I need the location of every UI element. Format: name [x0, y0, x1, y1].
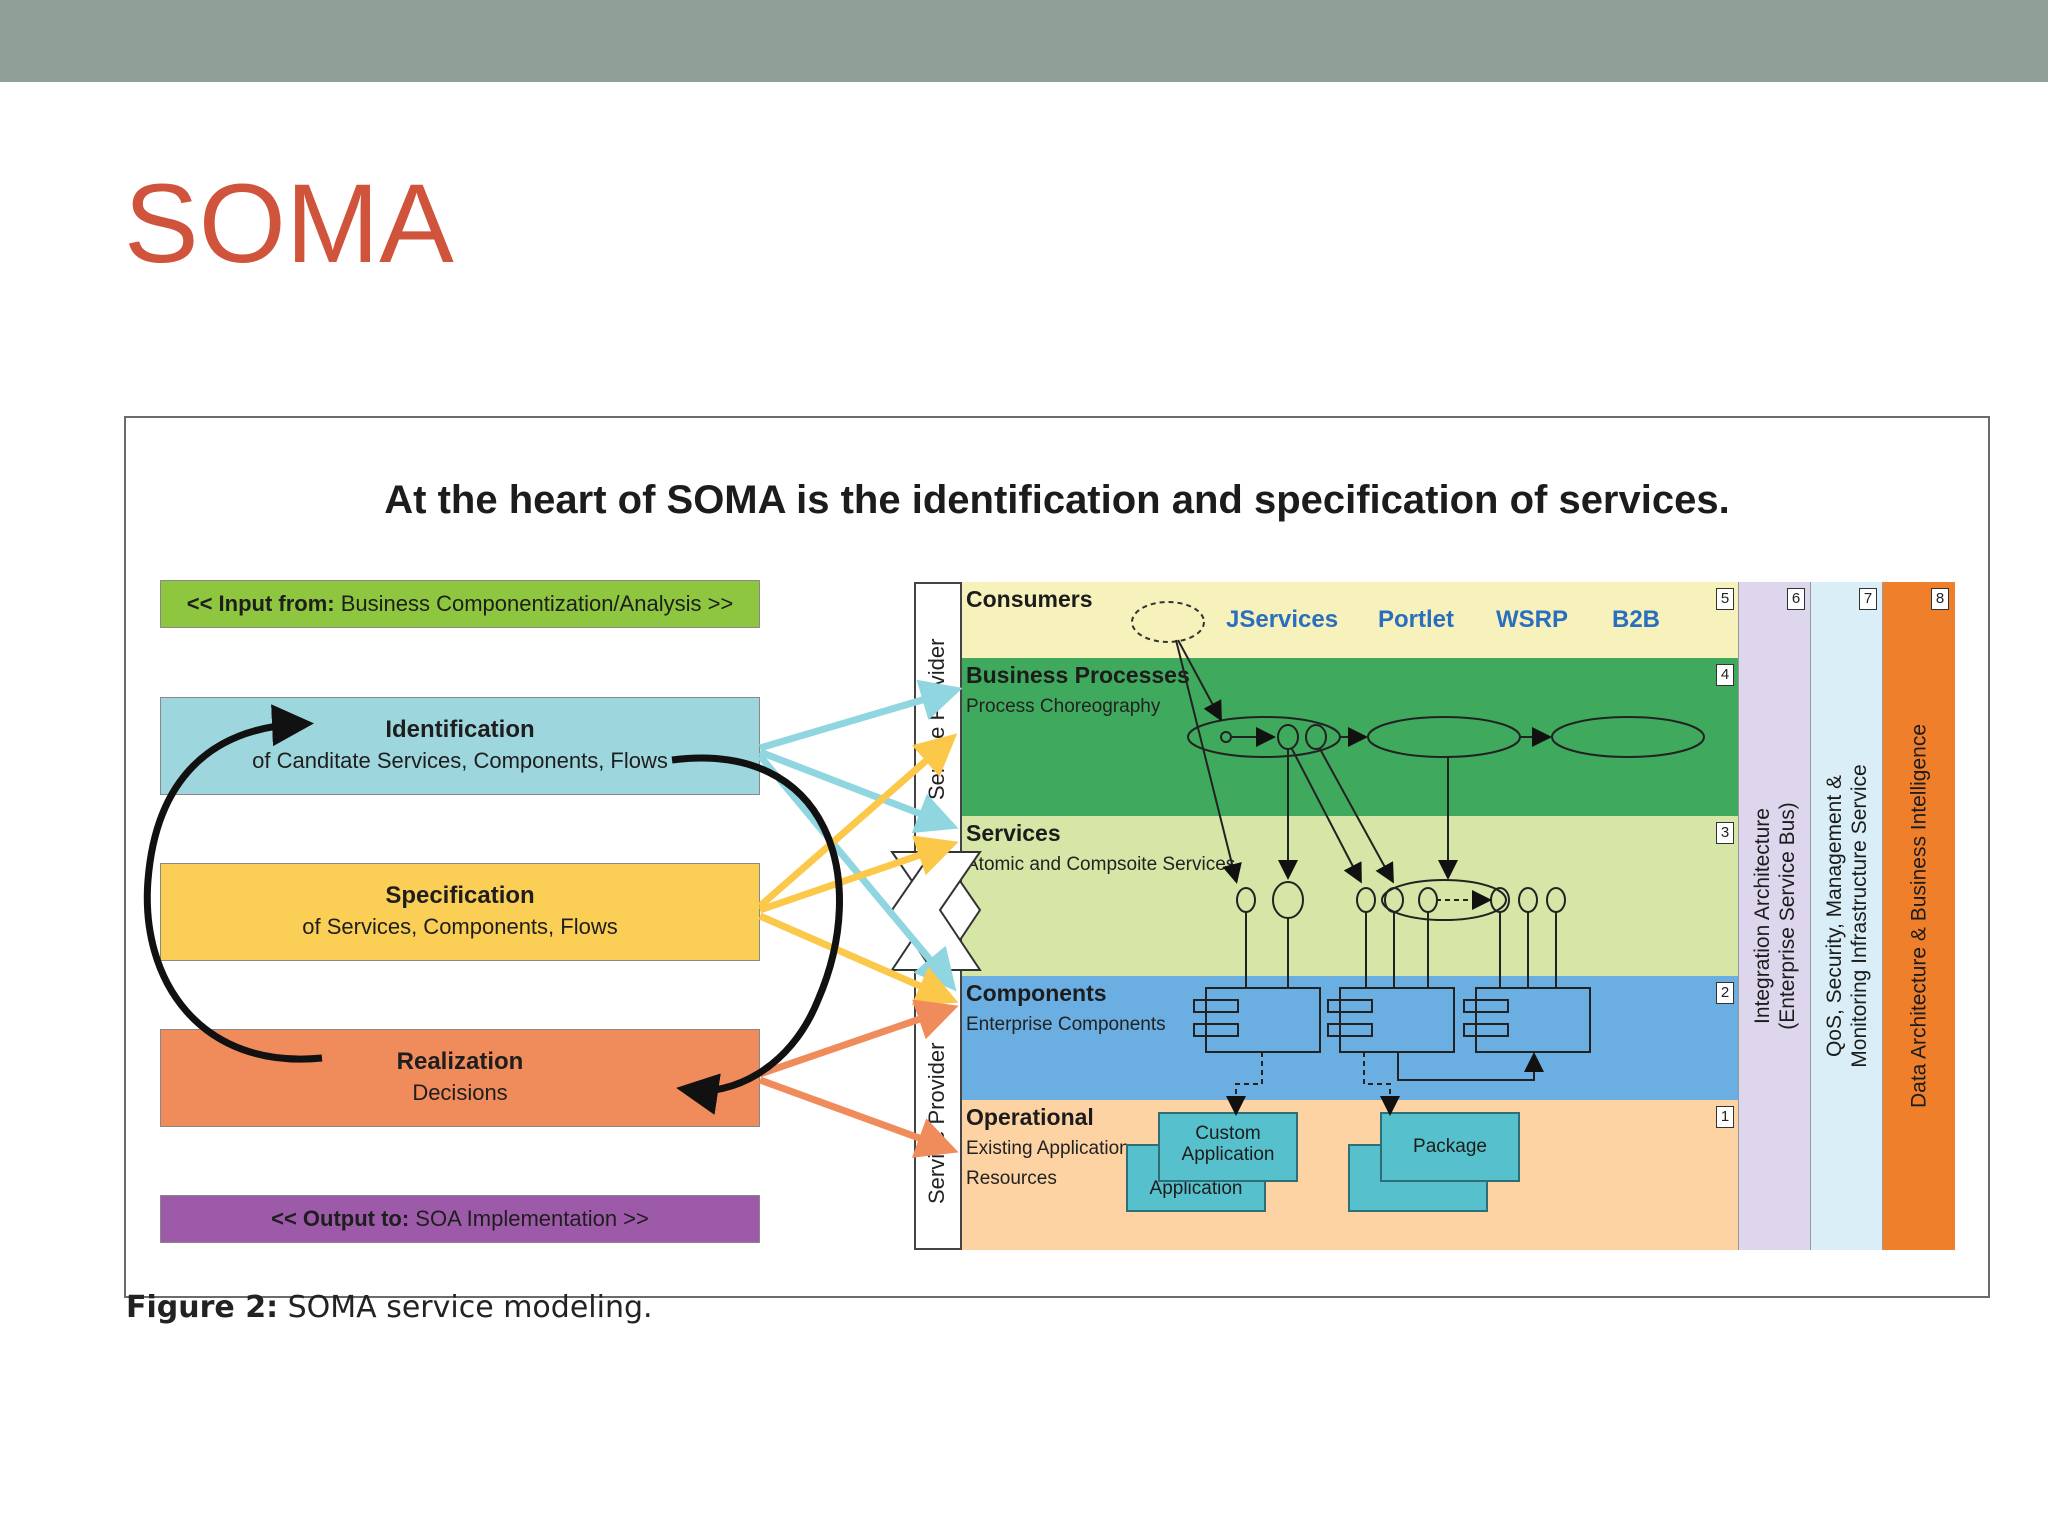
slide-title: SOMA — [124, 161, 454, 286]
layer-services: Services Atomic and Compsoite Services 3 — [962, 816, 1738, 976]
consumer-ellipse — [1131, 601, 1205, 643]
custom-application-box: Custom Application — [1158, 1112, 1298, 1182]
identification-title: Identification — [385, 716, 535, 743]
operational-subtitle-1: Existing Application — [966, 1138, 1130, 1159]
arrow-identification-business — [759, 679, 963, 752]
caption-label: Figure 2: — [126, 1290, 279, 1325]
components-subtitle: Enterprise Components — [966, 1014, 1166, 1035]
arrow-realization-operational — [758, 1076, 959, 1158]
consumer-b2b: B2B — [1612, 606, 1661, 633]
caption-text: SOMA service modeling. — [278, 1290, 653, 1325]
package-box: Package — [1380, 1112, 1520, 1182]
business-subtitle: Process Choreography — [966, 696, 1161, 717]
specification-title: Specification — [385, 882, 535, 909]
components-title: Components — [966, 980, 1107, 1006]
layer-components: Components Enterprise Components 2 — [962, 976, 1738, 1100]
application-label: Application — [1149, 1178, 1243, 1199]
business-title: Business Processes — [966, 662, 1190, 688]
column-qos: 7 QoS, Security, Management & Monitoring… — [1810, 582, 1883, 1250]
column-number-8: 8 — [1931, 588, 1949, 610]
layer-number-1: 1 — [1716, 1106, 1734, 1128]
crossing-arrow-icon — [890, 851, 982, 971]
output-label: << Output to: — [271, 1206, 410, 1231]
input-bar: << Input from: Business Componentization… — [160, 580, 760, 628]
realization-title: Realization — [396, 1048, 524, 1075]
layer-number-2: 2 — [1716, 982, 1734, 1004]
column-integration: 6 Integration Architecture (Enterprise S… — [1738, 582, 1811, 1250]
services-subtitle: Atomic and Compsoite Services — [966, 854, 1236, 875]
arrow-specification-services — [758, 835, 959, 914]
consumer-wsrp: WSRP — [1496, 606, 1568, 633]
arrow-identification-components — [757, 753, 957, 992]
consumers-title: Consumers — [966, 586, 1093, 612]
column-data: 8 Data Architecture & Business Intellige… — [1882, 582, 1955, 1250]
layer-consumers: Consumers 5 — [962, 582, 1738, 658]
operational-title: Operational — [966, 1104, 1094, 1130]
consumer-jservices: JServices — [1226, 606, 1339, 633]
output-text: SOA Implementation >> — [409, 1206, 649, 1231]
arrow-realization-components — [758, 999, 959, 1078]
layer-number-3: 3 — [1716, 822, 1734, 844]
input-text: Business Componentization/Analysis >> — [334, 591, 734, 616]
figure-caption: Figure 2: SOMA service modeling. — [126, 1290, 653, 1325]
component-icons — [1193, 987, 1591, 1116]
realization-subtitle: Decisions — [412, 1080, 508, 1105]
process-flow — [1175, 639, 1705, 884]
consumer-portlet: Portlet — [1378, 606, 1455, 633]
column-number-6: 6 — [1787, 588, 1805, 610]
identification-subtitle: of Canditate Services, Components, Flows — [252, 748, 668, 773]
services-title: Services — [966, 820, 1061, 846]
service-component-links — [1245, 912, 1557, 988]
specification-subtitle: of Services, Components, Flows — [302, 914, 618, 939]
output-bar: << Output to: SOA Implementation >> — [160, 1195, 760, 1243]
iteration-cycle — [143, 704, 843, 1115]
specification-box: Specification of Services, Components, F… — [160, 863, 760, 961]
custom-application-label: Custom Application — [1181, 1123, 1275, 1165]
arrow-specification-components — [758, 912, 959, 1006]
figure-heading: At the heart of SOMA is the identificati… — [384, 478, 1730, 522]
input-label: << Input from: — [186, 591, 335, 616]
identification-box: Identification of Canditate Services, Co… — [160, 697, 760, 795]
operational-subtitle-2: Resources — [966, 1168, 1057, 1189]
arrow-specification-business — [757, 733, 958, 909]
layer-number-4: 4 — [1716, 664, 1734, 686]
arrow-identification-services — [758, 748, 959, 834]
service-nodes — [1236, 879, 1566, 921]
realization-box: Realization Decisions — [160, 1029, 760, 1127]
layer-number-5: 5 — [1716, 588, 1734, 610]
top-banner — [0, 0, 2048, 82]
package-label: Package — [1413, 1136, 1487, 1157]
column-number-7: 7 — [1859, 588, 1877, 610]
